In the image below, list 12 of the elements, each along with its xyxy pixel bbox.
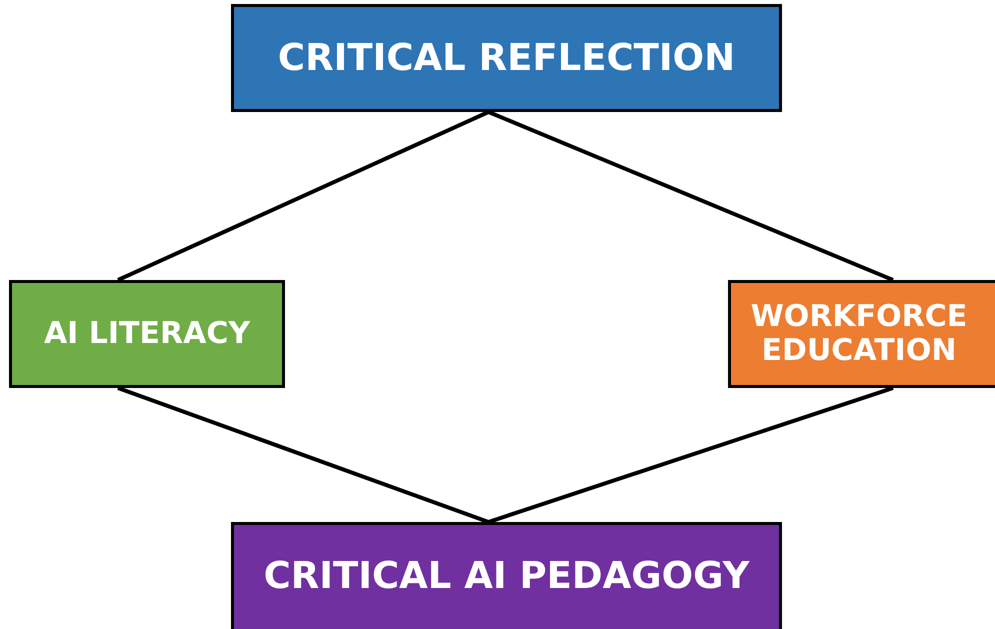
concept-box: [728, 280, 995, 388]
connector-line: [117, 386, 490, 524]
node-label: AI LITERACY: [44, 316, 250, 352]
connector-line: [488, 110, 894, 282]
concept-box: [9, 280, 285, 388]
node-label: CRITICAL AI PEDAGOGY: [264, 554, 750, 598]
heading-box: [231, 4, 782, 112]
node-label: CRITICAL REFLECTION: [278, 36, 736, 80]
connector-line: [488, 386, 894, 524]
outcome-box: [231, 522, 782, 629]
connector-line: [117, 110, 490, 282]
node-label: WORKFORCE EDUCATION: [750, 300, 968, 368]
